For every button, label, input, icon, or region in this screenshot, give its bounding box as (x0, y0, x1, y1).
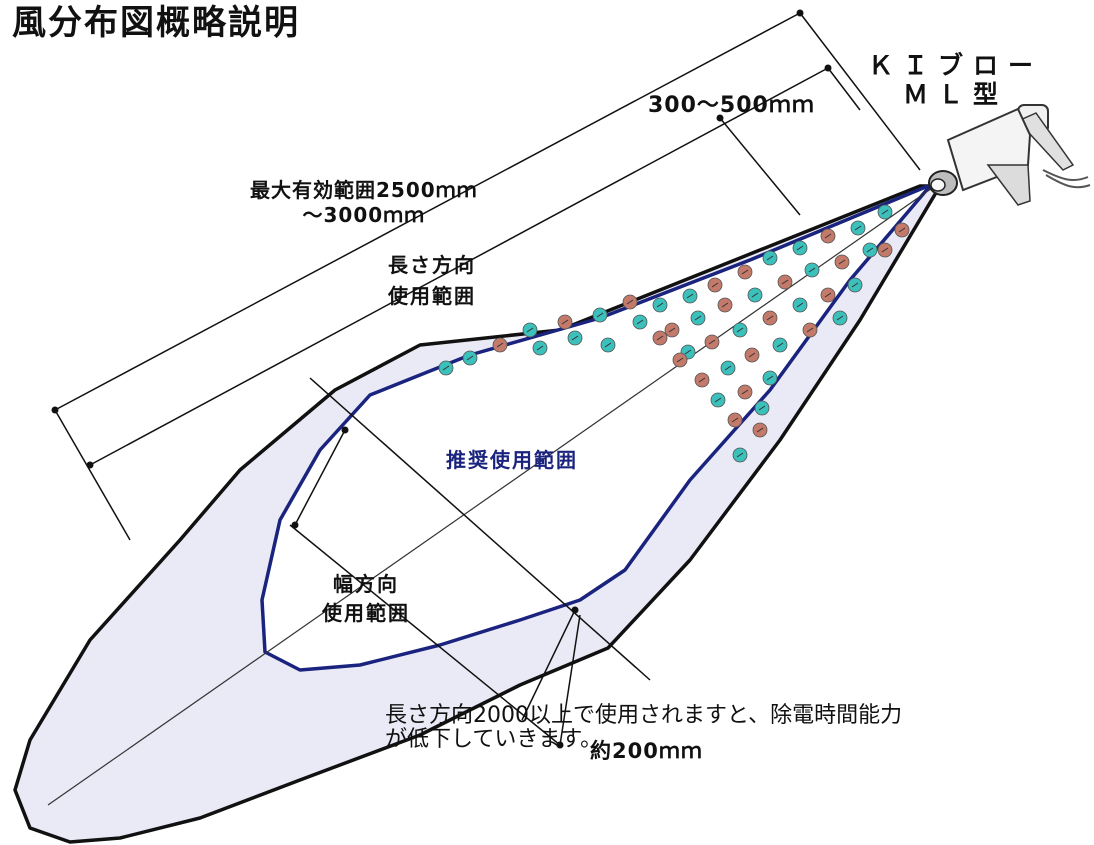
usage-note-line1: 長さ方向2000以上で使用されますと、除電時間能力 (385, 703, 903, 728)
device-label-line2: ＭＬ型 (903, 79, 1009, 109)
center-axis-line (47, 185, 936, 806)
width-usage-line1: 幅方向 (333, 572, 399, 596)
width-usage-line2: 使用範囲 (322, 601, 410, 625)
width-usage-label: 幅方向 使用範囲 (322, 570, 410, 628)
length-usage-label: 長さ方向 使用範囲 (388, 250, 476, 312)
nozzle-distance-label: 300～500ｍｍ (648, 93, 815, 118)
max-range-label: 最大有効範囲2500ｍｍ ～3000ｍｍ (250, 178, 478, 228)
dimension-dots (51, 9, 832, 749)
length-usage-line2: 使用範囲 (388, 284, 476, 308)
max-range-line2: ～3000ｍｍ (302, 203, 426, 227)
recommended-range-label: 推奨使用範囲 (446, 448, 578, 472)
usage-note-line2: が低下していきます。 (385, 727, 603, 753)
device-label: ＫＩブロー ＭＬ型 (868, 51, 1044, 110)
max-range-line1: 最大有効範囲2500ｍｍ (250, 178, 478, 202)
ion-particles (438, 204, 910, 463)
width-dimension-label: 約200ｍｍ (590, 739, 703, 763)
diagram-title: 風分布図概略説明 (12, 3, 300, 43)
length-usage-line1: 長さ方向 (388, 253, 476, 277)
dimension-lines (54, 12, 921, 746)
usage-note: 長さ方向2000以上で使用されますと、除電時間能力 が低下していきます。 (385, 703, 903, 753)
device-label-line1: ＫＩブロー (868, 51, 1044, 80)
blower-nozzle-icon (928, 104, 1091, 206)
